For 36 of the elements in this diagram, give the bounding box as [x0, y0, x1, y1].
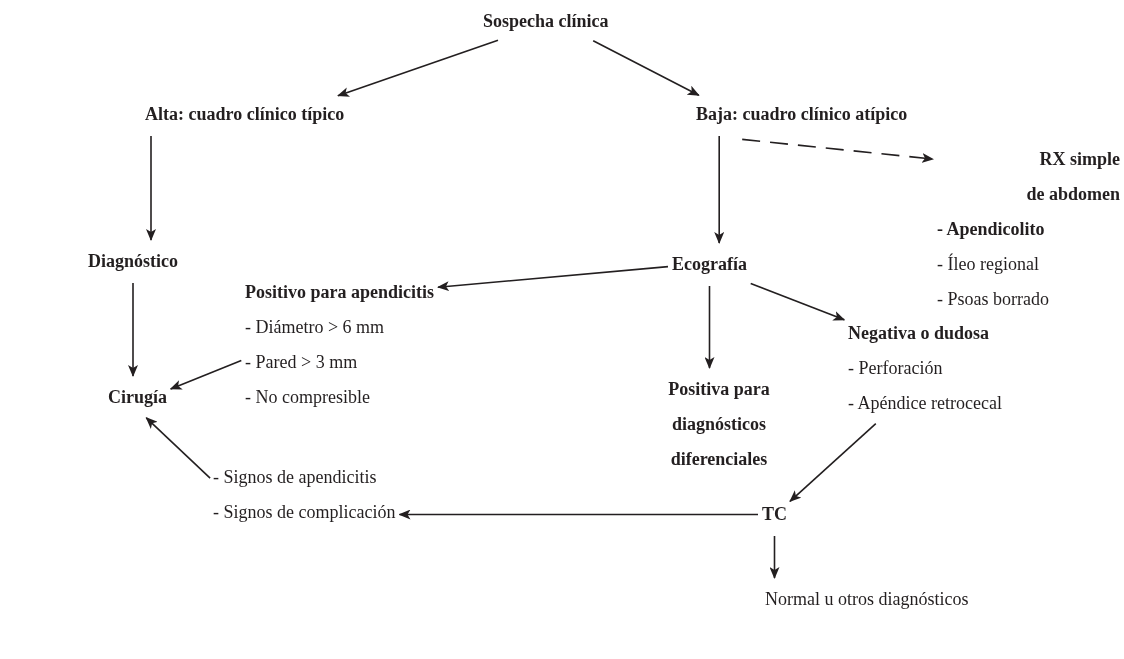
arrow [437, 265, 669, 292]
arrow [146, 135, 156, 241]
arrow [592, 40, 700, 96]
list-item: - Apéndice retrocecal [848, 392, 1002, 415]
arrow [145, 417, 211, 479]
list-item: - Perforación [848, 357, 943, 380]
heading-text: Positivo para apendicitis [245, 281, 434, 304]
list-item: - Pared > 3 mm [245, 351, 358, 374]
arrow [169, 359, 243, 390]
list-item: - Psoas borrado [937, 288, 1049, 311]
heading-text: Diagnóstico [88, 250, 178, 273]
list-item: - Diámetro > 6 mm [245, 316, 385, 339]
list-item: Normal u otros diagnósticos [765, 588, 969, 611]
arrow [714, 135, 725, 244]
arrow [749, 282, 846, 321]
heading-text: Cirugía [108, 386, 167, 409]
arrow [704, 285, 715, 369]
heading-text: Positiva para diagnósticos diferenciales [667, 378, 771, 471]
heading-text: TC [762, 503, 787, 526]
heading-text: Alta: cuadro clínico típico [145, 103, 345, 126]
list-item: - Íleo regional [937, 252, 1039, 276]
heading-text: Baja: cuadro clínico atípico [696, 103, 908, 126]
list-item: - Signos de apendicitis [213, 466, 377, 489]
heading-text: RX simple de abdomen [1025, 148, 1120, 206]
arrow [398, 509, 759, 520]
dashed-arrow [741, 138, 934, 163]
arrow [789, 422, 877, 503]
arrow [769, 535, 780, 579]
heading-text: Negativa o dudosa [848, 322, 990, 345]
arrow [337, 39, 499, 97]
heading-text: Ecografía [672, 253, 747, 276]
list-item: - Apendicolito [937, 218, 1045, 241]
list-item: - Signos de complicación [213, 501, 396, 524]
arrow [128, 282, 138, 377]
heading-text: Sospecha clínica [483, 10, 609, 33]
list-item: - No compresible [245, 386, 370, 409]
